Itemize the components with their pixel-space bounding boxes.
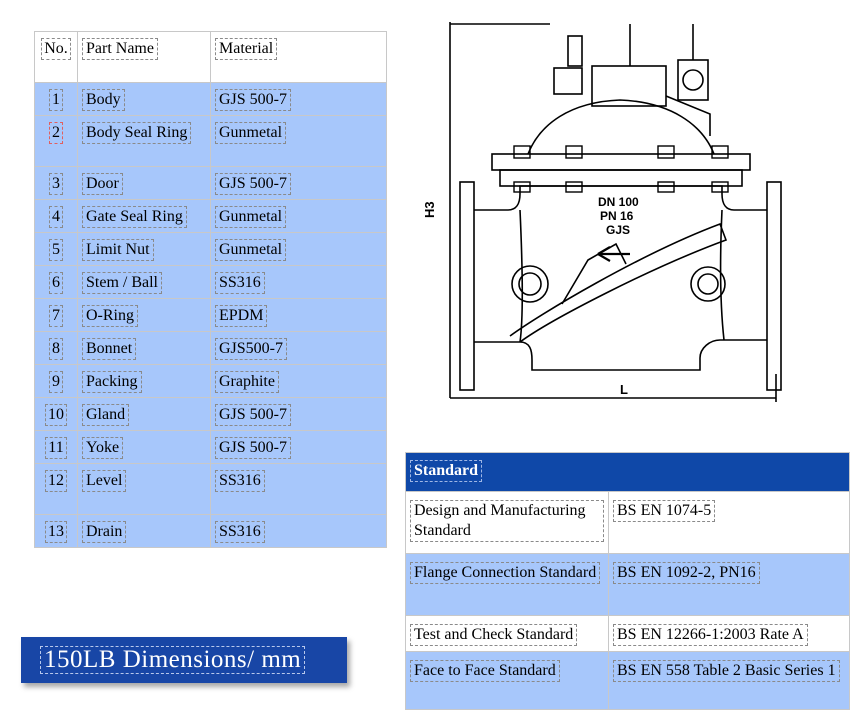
standard-title: Standard (410, 460, 483, 482)
part-name: O-Ring (82, 305, 138, 327)
dimensions-banner: 150LB Dimensions/ mm (21, 637, 347, 683)
parts-row: 6 Stem / Ball SS316 (34, 265, 387, 299)
standard-title-cell: Standard (405, 452, 850, 492)
part-name: Door (82, 173, 123, 195)
standard-row: Test and Check Standard BS EN 12266-1:20… (405, 615, 850, 652)
side-tube (665, 95, 711, 136)
standard-key: Design and Manufacturing Standard (410, 500, 604, 542)
cover-plate (491, 153, 751, 171)
dimension-label-l: L (620, 382, 628, 397)
standard-table: Standard Design and Manufacturing Standa… (405, 452, 850, 710)
part-number: 1 (49, 89, 63, 111)
part-name: Level (82, 470, 127, 492)
part-number: 3 (49, 173, 63, 195)
standard-row: Design and Manufacturing Standard BS EN … (405, 491, 850, 554)
part-number: 12 (45, 470, 67, 492)
standard-key: Flange Connection Standard (410, 562, 601, 584)
part-name: Drain (82, 521, 127, 543)
cover-flange (499, 169, 743, 187)
parts-row: 9 Packing Graphite (34, 364, 387, 398)
part-name: Body Seal Ring (82, 122, 192, 144)
solenoid-stem (567, 35, 583, 67)
internal-disc (509, 222, 728, 343)
part-material: GJS500-7 (215, 338, 288, 360)
standard-value: BS EN 1092-2, PN16 (613, 562, 760, 584)
standard-value: BS EN 12266-1:2003 Rate A (613, 624, 808, 646)
part-material: GJS 500-7 (215, 89, 292, 111)
header-part-name: Part Name (77, 31, 211, 83)
part-number: 2 (49, 122, 63, 144)
part-material: GJS 500-7 (215, 173, 292, 195)
valve-drawing: H3 L DN 100 PN 16 GJS (422, 22, 782, 402)
parts-row: 13 Drain SS316 (34, 514, 387, 548)
header-material: Material (210, 31, 387, 83)
part-number: 4 (49, 206, 63, 228)
parts-header-row: No. Part Name Material (34, 31, 387, 83)
body-marking-material: GJS (606, 223, 630, 237)
part-number: 6 (49, 272, 63, 294)
part-material: GJS 500-7 (215, 437, 292, 459)
dimensions-banner-text: 150LB Dimensions/ mm (40, 646, 306, 675)
part-material: Gunmetal (215, 206, 287, 228)
parts-row: 10 Gland GJS 500-7 (34, 397, 387, 431)
part-name: Gate Seal Ring (82, 206, 187, 228)
parts-row: 7 O-Ring EPDM (34, 298, 387, 332)
part-material: SS316 (215, 470, 265, 492)
flow-arrow (597, 246, 630, 262)
part-name: Body (82, 89, 125, 111)
body-marking-dn: DN 100 (598, 195, 639, 209)
part-material: Gunmetal (215, 239, 287, 261)
part-name: Bonnet (82, 338, 137, 360)
parts-row: 1 Body GJS 500-7 (34, 82, 387, 116)
bonnet-dome (527, 99, 715, 155)
right-flange (766, 181, 782, 391)
part-material: GJS 500-7 (215, 404, 292, 426)
part-number: 8 (49, 338, 63, 360)
cover-bolts (513, 145, 729, 193)
standard-value: BS EN 558 Table 2 Basic Series 1 (613, 660, 840, 682)
parts-row: 12 Level SS316 (34, 463, 387, 515)
pilot-block (591, 65, 667, 107)
part-material: SS316 (215, 272, 265, 294)
parts-row: 4 Gate Seal Ring Gunmetal (34, 199, 387, 233)
part-material: Graphite (215, 371, 279, 393)
standard-value: BS EN 1074-5 (613, 500, 716, 522)
parts-row: 8 Bonnet GJS500-7 (34, 331, 387, 365)
right-fitting-port (682, 69, 704, 91)
standard-row: Flange Connection Standard BS EN 1092-2,… (405, 553, 850, 616)
part-material: SS316 (215, 521, 265, 543)
standard-key: Test and Check Standard (410, 624, 578, 646)
part-name: Packing (82, 371, 142, 393)
part-material: EPDM (215, 305, 268, 327)
part-number: 5 (49, 239, 63, 261)
part-number: 11 (45, 437, 67, 459)
standard-key: Face to Face Standard (410, 660, 560, 682)
part-name: Yoke (82, 437, 124, 459)
part-name: Stem / Ball (82, 272, 162, 294)
right-port (690, 266, 726, 302)
parts-row: 3 Door GJS 500-7 (34, 166, 387, 200)
parts-row: 5 Limit Nut Gunmetal (34, 232, 387, 266)
left-flange (459, 181, 475, 391)
part-number: 13 (45, 521, 67, 543)
left-port (511, 265, 549, 303)
part-name: Gland (82, 404, 130, 426)
part-number: 10 (45, 404, 67, 426)
body-marking-pn: PN 16 (600, 209, 634, 223)
standard-row: Face to Face Standard BS EN 558 Table 2 … (405, 651, 850, 710)
part-number: 7 (49, 305, 63, 327)
parts-row: 2 Body Seal Ring Gunmetal (34, 115, 387, 167)
standard-header-row: Standard (405, 452, 850, 492)
parts-row: 11 Yoke GJS 500-7 (34, 430, 387, 464)
solenoid-body (553, 67, 583, 95)
part-name: Limit Nut (82, 239, 154, 261)
header-no: No. (34, 31, 78, 83)
part-material: Gunmetal (215, 122, 287, 144)
dimension-label-h3: H3 (422, 201, 437, 218)
valve-body-walls (519, 209, 725, 343)
part-number: 9 (49, 371, 63, 393)
